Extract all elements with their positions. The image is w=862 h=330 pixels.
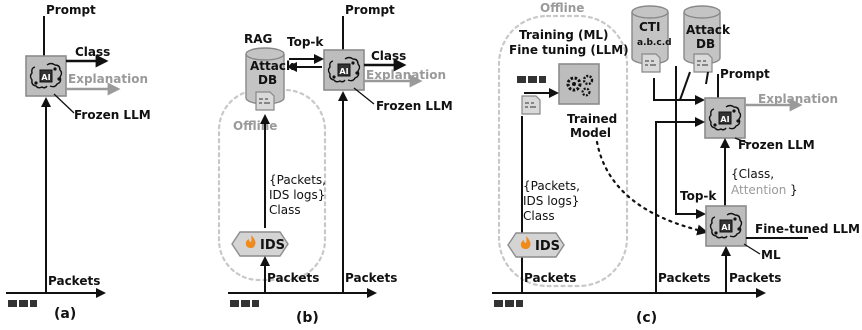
gears-icon <box>566 74 594 97</box>
class-attention-line2b: } <box>790 183 798 197</box>
ml-label: ML <box>761 248 781 262</box>
caption-a: (a) <box>54 306 76 322</box>
frozen-llm-label: Frozen LLM <box>376 99 453 113</box>
prompt-label: Prompt <box>345 3 395 17</box>
prompt-label: Prompt <box>46 3 96 17</box>
top-k-label: Top-k <box>287 35 324 49</box>
explanation-label: Explanation <box>68 72 148 86</box>
cti-cylinder <box>631 5 669 73</box>
attack-db-line1: Attack <box>686 23 731 37</box>
frozen-llm-box <box>704 97 746 139</box>
document-icon <box>521 95 541 115</box>
packets-right-label: Packets <box>729 271 781 285</box>
training-label: Training (ML) <box>519 28 609 42</box>
cti-line1: CTI <box>639 20 660 34</box>
ids-box <box>507 232 565 258</box>
ids-label: IDS <box>535 239 560 254</box>
trained-line1: Trained <box>567 112 617 126</box>
class-label: Class <box>75 45 110 59</box>
ids-output-line1: {Packets, <box>269 173 326 187</box>
trained-line2: Model <box>570 126 611 140</box>
frozen-llm-box <box>323 49 365 91</box>
fine-tuning-label: Fine tuning (LLM) <box>509 43 629 57</box>
network-node-icon <box>230 300 259 307</box>
training-model-box <box>558 63 600 105</box>
ids-output-line1: {Packets, <box>523 179 580 193</box>
ids-output-line2: IDS logs} <box>269 188 325 202</box>
rag-label: RAG <box>244 32 272 46</box>
attack-db-line1: Attack <box>250 59 295 73</box>
ids-output-line3: Class <box>523 209 555 223</box>
fine-tuned-llm-box <box>705 205 747 247</box>
class-attention-line2a: Attention <box>731 183 786 197</box>
packets-mid-label: Packets <box>658 271 710 285</box>
attack-db-cylinder <box>683 5 721 73</box>
packets-ids-label: Packets <box>267 271 319 285</box>
panel-c: Offline Training (ML) Fine tuning (LLM) … <box>492 1 860 326</box>
packets-label: Packets <box>48 274 100 288</box>
ids-output-line2: IDS logs} <box>523 194 579 208</box>
ids-output-line3: Class <box>269 203 301 217</box>
attack-db-line2: DB <box>696 37 715 51</box>
caption-c: (c) <box>636 310 657 326</box>
frozen-llm-label: Frozen LLM <box>738 138 815 152</box>
network-node-icon <box>8 300 37 307</box>
top-k-label: Top-k <box>680 189 717 203</box>
ids-label: IDS <box>260 238 285 253</box>
attack-db-line2: DB <box>258 73 277 87</box>
fine-tuned-llm-label: Fine-tuned LLM <box>755 222 860 236</box>
offline-region <box>497 14 629 288</box>
frozen-llm-label: Frozen LLM <box>74 108 151 122</box>
attack-db-cylinder <box>245 47 285 111</box>
offline-label: Offline <box>540 1 584 15</box>
explanation-label: Explanation <box>758 92 838 106</box>
class-attention-line1: {Class, <box>731 167 774 181</box>
network-node-icon <box>494 300 523 307</box>
panel-b: Offline Attack DB RAG Prompt Top-k Class… <box>217 3 453 326</box>
caption-b: (b) <box>296 310 319 326</box>
packets-llm-label: Packets <box>345 271 397 285</box>
network-node-icon <box>517 76 546 83</box>
class-label: Class <box>371 49 406 63</box>
cti-line2: a.b.c.d <box>637 38 672 48</box>
frozen-llm-box <box>25 55 67 97</box>
panel-a: Prompt Class Explanation Frozen LLM Pack… <box>6 3 151 322</box>
offline-label: Offline <box>233 119 277 133</box>
explanation-label: Explanation <box>366 68 446 82</box>
prompt-label: Prompt <box>720 67 770 81</box>
ids-box <box>231 231 289 257</box>
packets-ids-label: Packets <box>524 271 576 285</box>
